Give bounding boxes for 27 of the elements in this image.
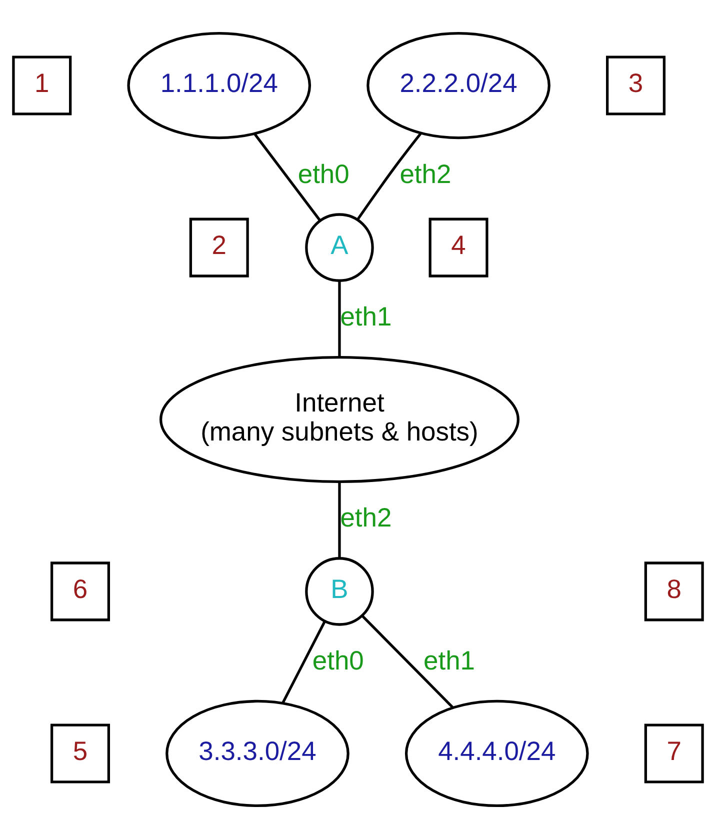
node-box: 3 <box>606 56 666 116</box>
node-box: 5 <box>50 724 110 784</box>
connector <box>281 620 326 704</box>
edge-label: eth2 <box>340 502 392 533</box>
edge-label: eth1 <box>340 302 392 332</box>
node-box: 2 <box>189 218 249 278</box>
edge-label: eth0 <box>298 158 350 189</box>
node-box: 4 <box>428 218 488 278</box>
node-ellipse: 4.4.4.0/24 <box>404 700 589 808</box>
edge-label: eth1 <box>424 645 475 676</box>
connector <box>338 482 341 558</box>
node-box: 7 <box>644 724 704 784</box>
connector <box>338 280 341 357</box>
connector <box>361 615 454 708</box>
node-ellipse: 3.3.3.0/24 <box>166 700 350 808</box>
node-circle: B <box>305 557 374 626</box>
connector <box>356 132 422 220</box>
edge-label: eth2 <box>400 158 452 189</box>
node-box: 8 <box>644 562 704 622</box>
node-ellipse: 1.1.1.0/24 <box>127 32 312 140</box>
edge-label: eth0 <box>312 645 364 676</box>
node-circle: A <box>305 213 374 282</box>
node-ellipse: Internet (many subnets & hosts) <box>159 356 520 483</box>
node-box: 1 <box>12 56 72 116</box>
connector <box>254 133 322 222</box>
node-box: 6 <box>50 562 110 622</box>
node-ellipse: 2.2.2.0/24 <box>366 32 550 140</box>
